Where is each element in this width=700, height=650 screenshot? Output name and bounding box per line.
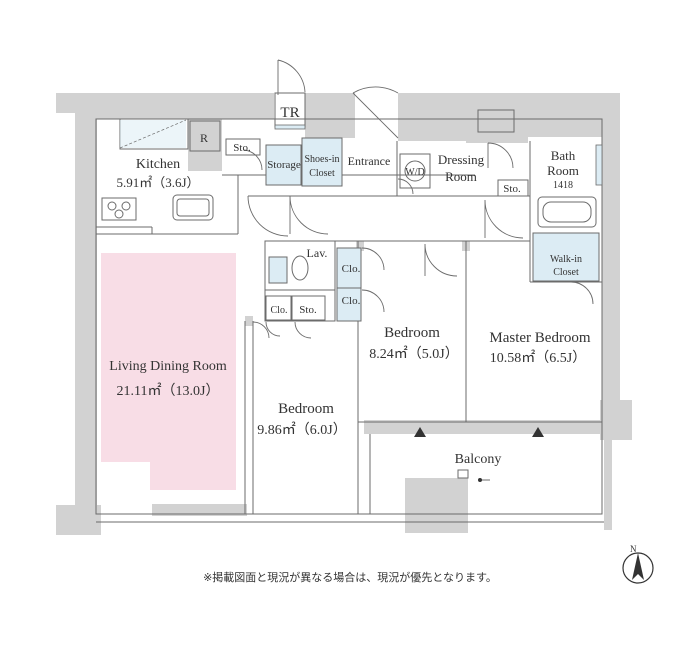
bath-label-2: Room: [547, 163, 579, 178]
dressing-label-1: Dressing: [438, 152, 485, 167]
wd-label: W/D: [405, 167, 424, 178]
bedroom-storage-label: Sto.: [299, 304, 317, 316]
doors: [243, 59, 594, 339]
bedroom2-name: Bedroom: [384, 325, 440, 341]
bath-label-1: Bath: [551, 148, 576, 163]
master-bedroom-area: 10.58㎡（6.5J）: [490, 350, 586, 366]
disclaimer-note: ※掲載図面と現況が異なる場合は、現況が優先となります。: [203, 571, 497, 584]
storage-label: Storage: [267, 159, 301, 171]
lav-label: Lav.: [307, 246, 328, 260]
kitchen-area: 5.91㎡（3.6J）: [116, 175, 199, 190]
labels: TR Kitchen 5.91㎡（3.6J） R Sto. Storage Sh…: [109, 105, 591, 467]
shoes-label-1: Shoes-in: [305, 154, 340, 165]
walkin-label-2: Closet: [553, 267, 579, 278]
kitchen-storage-label: Sto.: [233, 142, 251, 154]
living-dining-name: Living Dining Room: [109, 359, 227, 374]
north-compass: N: [622, 544, 654, 584]
north-label: N: [630, 544, 637, 554]
bedroom1-name: Bedroom: [278, 401, 334, 417]
interior-lines: [95, 118, 604, 523]
fixtures: [101, 92, 603, 322]
tr-label: TR: [280, 105, 299, 121]
dressing-label-2: Room: [445, 169, 477, 184]
kitchen-name: Kitchen: [136, 157, 180, 172]
dressing-storage-label: Sto.: [503, 183, 521, 195]
shoes-label-2: Closet: [309, 168, 335, 179]
closet-label-2: Clo.: [342, 295, 361, 307]
bedroom2-area: 8.24㎡（5.0J）: [369, 346, 458, 362]
walkin-label-1: Walk-in: [550, 254, 582, 265]
balcony-label: Balcony: [455, 452, 502, 467]
fridge-label: R: [200, 131, 208, 145]
bedroom1-area: 9.86㎡（6.0J）: [257, 422, 346, 438]
entrance-label: Entrance: [348, 154, 391, 168]
window-markers: [414, 427, 544, 482]
master-bedroom-name: Master Bedroom: [489, 330, 591, 346]
living-dining-zone: [101, 253, 236, 490]
bath-size: 1418: [553, 180, 573, 191]
living-dining-area: 21.11㎡（13.0J）: [117, 383, 220, 399]
walls: [56, 93, 632, 535]
closet-label-1: Clo.: [342, 263, 361, 275]
closet-label-3: Clo.: [271, 305, 288, 316]
